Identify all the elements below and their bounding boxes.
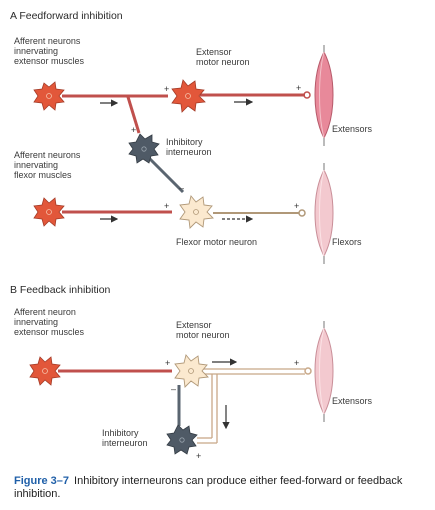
afferent-extensor-neuron [33, 81, 65, 111]
afferent-extensor-label: Afferent neurons innervating extensor mu… [14, 36, 85, 66]
afferent-flexor-neuron [33, 197, 65, 227]
extensor-muscle-b [314, 321, 334, 422]
inhibitory-axon [146, 155, 185, 194]
plus-sign: + [294, 201, 299, 211]
afferent-extensor-label-b: Afferent neuron innervating extensor mus… [14, 307, 85, 337]
panel-a-title: A Feedforward inhibition [10, 10, 123, 22]
extensor-motor-neuron-b [174, 354, 209, 388]
extensor-motor-label-b: Extensor motor neuron [176, 320, 230, 340]
plus-sign: + [196, 451, 201, 461]
plus-sign: + [131, 125, 136, 135]
plus-sign: + [165, 358, 170, 368]
flexor-motor-neuron [179, 195, 214, 229]
plus-sign: + [294, 358, 299, 368]
afferent-branch-axon [126, 96, 141, 134]
extensor-motor-label: Extensor motor neuron [196, 47, 250, 67]
plus-sign: + [296, 83, 301, 93]
flexor-motor-label: Flexor motor neuron [176, 237, 258, 247]
extensors-label-b: Extensors [332, 396, 373, 406]
caption-text: Inhibitory interneurons can produce eith… [14, 475, 403, 500]
extensor-muscle-a [314, 45, 334, 146]
extensor-motor-neuron-a [171, 79, 206, 113]
inhibitory-interneuron-label-b: Inhibitory interneuron [102, 428, 148, 448]
inhibitory-interneuron-label: Inhibitory interneuron [166, 137, 212, 157]
inhibitory-interneuron-b [166, 424, 198, 455]
plus-sign: + [164, 84, 169, 94]
minus-sign: – [179, 183, 184, 193]
flexor-muscle [314, 163, 334, 264]
minus-sign: – [171, 384, 176, 394]
inhibitory-interneuron-a [128, 133, 160, 164]
panel-b-title: B Feedback inhibition [10, 284, 111, 296]
plus-sign: + [164, 201, 169, 211]
afferent-extensor-neuron-b [29, 356, 61, 386]
figure-number: Figure 3–7 [14, 475, 70, 487]
extensors-label: Extensors [332, 124, 373, 134]
flexors-label: Flexors [332, 237, 362, 247]
afferent-flexor-label: Afferent neurons innervating flexor musc… [14, 150, 81, 180]
